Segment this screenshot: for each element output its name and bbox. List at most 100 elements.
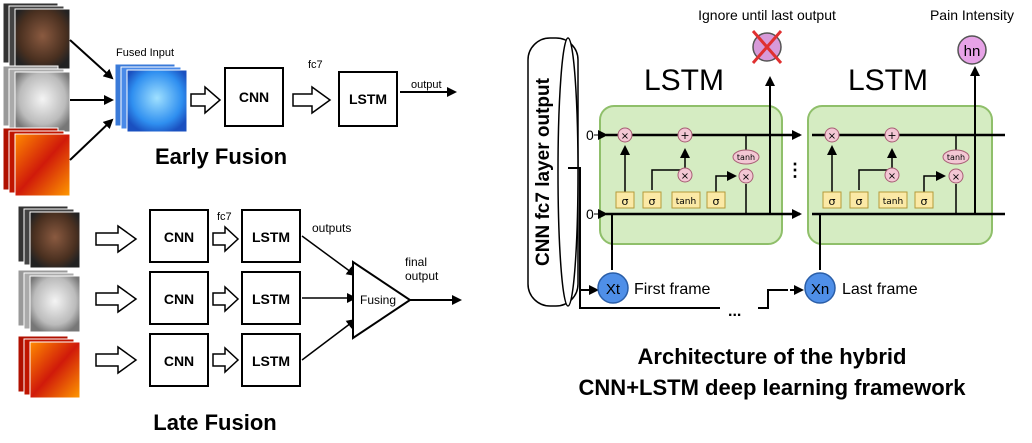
fusing-triangle — [352, 260, 412, 340]
late-hollow-arrow-1b — [212, 225, 240, 253]
svg-text:×: × — [952, 172, 960, 183]
thermal-face-frames — [2, 127, 71, 197]
wire-to-last-frame — [758, 289, 788, 309]
plus-op-2 — [884, 127, 900, 143]
final-output-line1: final — [405, 255, 427, 269]
early-cnn-label: CNN — [239, 89, 269, 105]
late-rgb-frames — [17, 205, 81, 269]
svg-text:×: × — [888, 171, 896, 182]
hn-label: hn — [964, 43, 981, 60]
svg-text:×: × — [621, 131, 629, 142]
svg-text:σ: σ — [921, 195, 928, 208]
grey-face-frames — [2, 65, 71, 133]
late-hollow-arrow-2 — [95, 284, 138, 314]
xt-label: Xt — [606, 281, 621, 298]
late-hollow-arrow-2b — [212, 285, 240, 313]
times-op-output-2 — [948, 168, 964, 184]
zero-label-top: 0 — [586, 127, 594, 143]
ignore-until-last-label: Ignore until last output — [698, 7, 836, 23]
cnn-fc7-layer-label: CNN fc7 layer output — [533, 77, 554, 266]
times-op-input-1 — [677, 167, 693, 183]
late-lstm-box-2 — [241, 271, 301, 325]
early-output-label: output — [411, 79, 442, 91]
arrow-rgb-to-fused — [69, 39, 114, 80]
early-cnn-box — [224, 67, 284, 127]
early-fc7-label: fc7 — [308, 59, 323, 71]
early-fusion-caption: Early Fusion — [155, 144, 287, 169]
lstm-cell-2-gates: σ σ tanh σ × + × tanh × — [819, 66, 980, 270]
svg-text:σ: σ — [856, 195, 863, 208]
zero-label-bottom: 0 — [586, 206, 594, 222]
sigma-gate-forget-2 — [822, 191, 842, 209]
sigma-gate-forget-1 — [615, 191, 635, 209]
fused-input-label: Fused Input — [116, 47, 174, 59]
plus-op-1 — [677, 127, 693, 143]
svg-text:σ: σ — [829, 195, 836, 208]
times-op-forget-1 — [617, 127, 633, 143]
arrow-thermal-to-fused — [69, 118, 114, 161]
svg-text:σ: σ — [649, 195, 656, 208]
late-cnn-label-3: CNN — [164, 353, 194, 369]
fused-input-frames — [114, 63, 188, 133]
svg-text:×: × — [742, 172, 750, 183]
late-lstm-label-1: LSTM — [252, 229, 290, 245]
tanh-op-1 — [732, 149, 760, 165]
late-lstm-label-2: LSTM — [252, 291, 290, 307]
lstm-cell-1-gates: σ σ tanh σ × + × tanh × — [611, 76, 775, 270]
early-fusion-diagram: Fused Input CNN fc7 LSTM output Early Fu… — [2, 2, 457, 197]
sigma-gate-input-2 — [849, 191, 869, 209]
lstm-cell-2 — [807, 105, 993, 245]
late-cnn-box-3 — [149, 333, 209, 387]
late-fc7-label: fc7 — [217, 211, 232, 223]
hollow-arrow-to-lstm — [292, 85, 332, 115]
late-cnn-label-1: CNN — [164, 229, 194, 245]
svg-text:+: + — [887, 129, 896, 142]
xt-input-node — [597, 272, 629, 304]
rgb-face-frames — [2, 2, 71, 70]
pain-intensity-label: Pain Intensity — [930, 7, 1014, 23]
times-op-forget-2 — [824, 127, 840, 143]
final-output-line2: output — [405, 269, 439, 283]
svg-text:tanh: tanh — [737, 153, 755, 162]
svg-text:tanh: tanh — [947, 153, 965, 162]
late-hollow-arrow-3 — [95, 345, 138, 375]
first-frame-label: First frame — [634, 281, 711, 298]
svg-text:σ: σ — [622, 195, 629, 208]
wire-bottom — [579, 290, 720, 309]
late-hollow-arrow-1 — [95, 224, 138, 254]
times-op-output-1 — [738, 168, 754, 184]
fusing-label: Fusing — [360, 293, 396, 307]
tanh-gate-2 — [878, 191, 908, 209]
late-grey-frames — [17, 269, 81, 333]
arrow-lstm1-to-fusing — [301, 235, 357, 277]
late-cnn-box-1 — [149, 209, 209, 263]
sigma-gate-output-2 — [914, 191, 934, 209]
sigma-gate-output-1 — [706, 191, 726, 209]
hybrid-caption-line1: Architecture of the hybrid — [638, 344, 907, 369]
late-outputs-label: outputs — [312, 221, 351, 235]
hybrid-architecture-diagram: CNN fc7 layer output ... LSTM LSTM Ignor… — [527, 7, 1014, 400]
tanh-op-2 — [942, 149, 970, 165]
cross-line-2 — [751, 30, 783, 64]
late-lstm-box-3 — [241, 333, 301, 387]
late-fusion-diagram: CNN fc7 LSTM CNN LSTM CNN LSTM outputs F… — [17, 205, 462, 435]
xn-input-node — [804, 272, 836, 304]
svg-text:σ: σ — [713, 195, 720, 208]
lstm-title-1: LSTM — [644, 64, 724, 97]
late-cnn-box-2 — [149, 271, 209, 325]
late-hollow-arrow-3b — [212, 346, 240, 374]
svg-text:+: + — [680, 129, 689, 142]
svg-text:tanh: tanh — [676, 197, 696, 207]
hybrid-caption-line2: CNN+LSTM deep learning framework — [579, 375, 967, 400]
tanh-gate-1 — [671, 191, 701, 209]
cnn-fc7-cylinder — [527, 37, 579, 307]
late-lstm-box-1 — [241, 209, 301, 263]
sigma-gate-input-1 — [642, 191, 662, 209]
svg-text:×: × — [828, 131, 836, 142]
svg-text:×: × — [681, 171, 689, 182]
lstm-title-2: LSTM — [848, 64, 928, 97]
early-lstm-label: LSTM — [349, 91, 387, 107]
late-fusion-caption: Late Fusion — [153, 410, 276, 435]
late-cnn-label-2: CNN — [164, 291, 194, 307]
